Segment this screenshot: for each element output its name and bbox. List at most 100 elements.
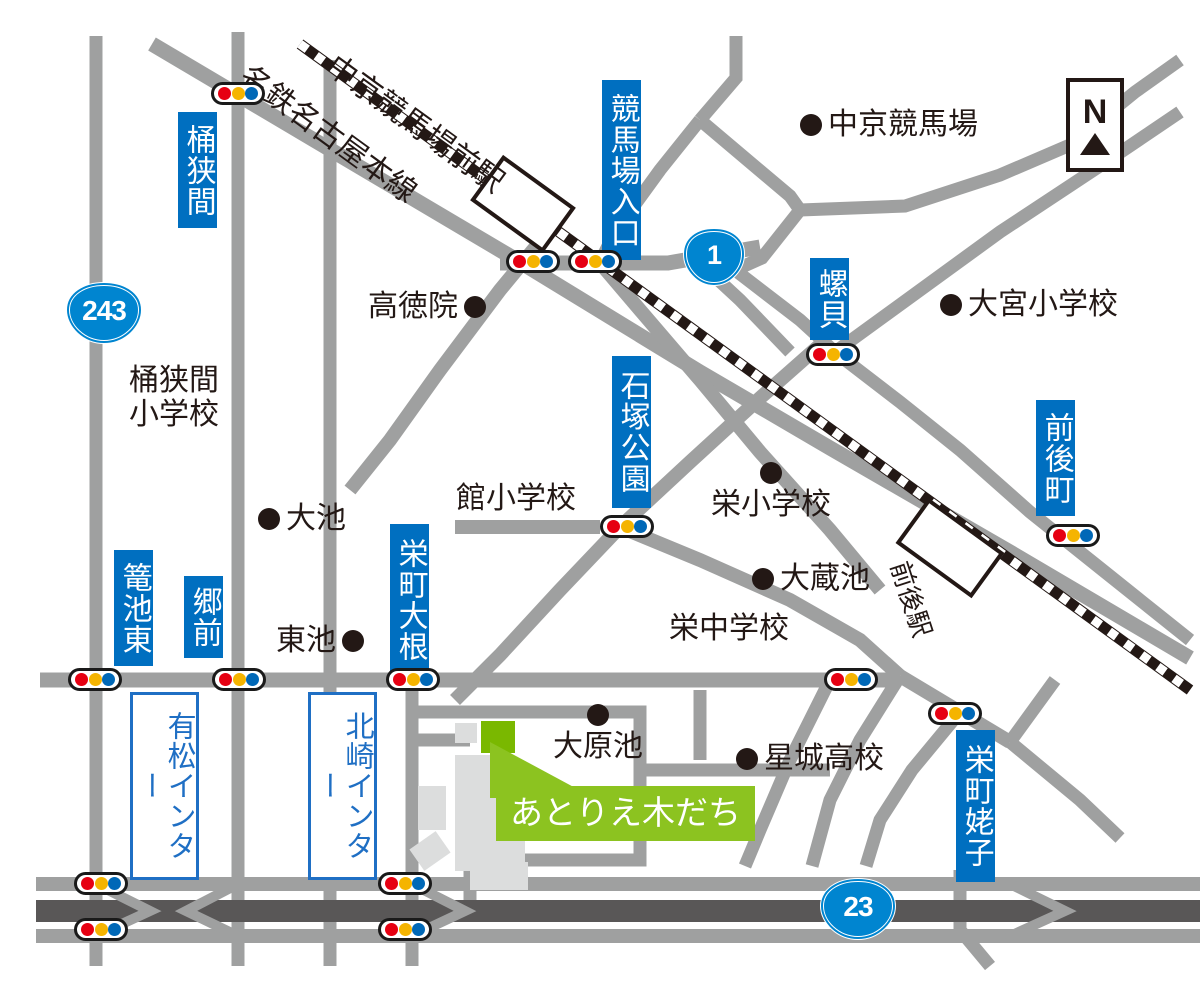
route-23-expressway [36, 877, 1200, 943]
signal-yellow-lamp-icon [398, 877, 412, 890]
route-shield-outline-icon [819, 877, 897, 941]
traffic-signal[interactable] [68, 668, 122, 691]
route-shield-1[interactable]: 1 [682, 227, 746, 287]
traffic-signal[interactable] [211, 82, 265, 105]
route-shield-outline-icon [65, 281, 143, 345]
plate-keibajo-iriguchi[interactable]: 競馬場入口 [602, 80, 641, 260]
signal-red-lamp-icon [607, 520, 620, 533]
signal-yellow-lamp-icon [826, 348, 840, 361]
poi-okehazama-elementary: 桶狭間 小学校 [129, 363, 219, 432]
plate-gomae[interactable]: 郷前 [184, 576, 223, 658]
signal-yellow-lamp-icon [588, 255, 602, 268]
station-box-chukyo [470, 154, 576, 254]
traffic-signal[interactable] [824, 668, 878, 691]
plate-zengocho[interactable]: 前後町 [1036, 400, 1075, 516]
destination-callout[interactable]: あとりえ木だち [496, 786, 755, 841]
signal-red-lamp-icon [513, 255, 526, 268]
signal-blue-lamp-icon [420, 673, 433, 686]
signal-yellow-lamp-icon [406, 673, 420, 686]
signal-red-lamp-icon [81, 877, 94, 890]
signal-red-lamp-icon [813, 348, 826, 361]
poi-sakae-elementary: 栄小学校 [696, 462, 846, 522]
traffic-signal[interactable] [386, 668, 440, 691]
traffic-signal[interactable] [378, 918, 432, 941]
signal-red-lamp-icon [575, 255, 588, 268]
route-shield-number: 1 [706, 239, 722, 270]
poi-okuraike: 大蔵池 [752, 562, 870, 596]
traffic-signal[interactable] [506, 250, 560, 273]
traffic-signal[interactable] [212, 668, 266, 691]
destination-pointer [490, 742, 594, 798]
traffic-signal[interactable] [74, 918, 128, 941]
signal-yellow-lamp-icon [526, 255, 540, 268]
plate-kitazaki-interchange[interactable]: 北崎インター [308, 692, 378, 880]
signal-yellow-lamp-icon [94, 923, 108, 936]
signal-yellow-lamp-icon [620, 520, 634, 533]
north-arrow-icon [1080, 133, 1110, 155]
signal-yellow-lamp-icon [844, 673, 858, 686]
route-shield-23[interactable]: 23 [819, 877, 897, 941]
signal-red-lamp-icon [75, 673, 88, 686]
compass-north-letter: N [1082, 93, 1108, 131]
signal-yellow-lamp-icon [94, 877, 108, 890]
signal-blue-lamp-icon [840, 348, 853, 361]
traffic-signal[interactable] [74, 872, 128, 895]
plate-sakaemachi-ubako[interactable]: 栄町姥子 [956, 730, 995, 882]
route-shield-243[interactable]: 243 [65, 281, 143, 345]
signal-blue-lamp-icon [962, 707, 975, 720]
signal-blue-lamp-icon [858, 673, 871, 686]
poi-omiya-elementary: 大宮小学校 [940, 288, 1118, 322]
poi-chukyo-racecourse: 中京競馬場 [800, 108, 978, 142]
signal-red-lamp-icon [219, 673, 232, 686]
plate-sakaemachi-daikon[interactable]: 栄町大根 [390, 524, 429, 676]
traffic-signal[interactable] [928, 702, 982, 725]
traffic-signal[interactable] [378, 872, 432, 895]
poi-dot [940, 293, 962, 316]
traffic-signal[interactable] [600, 515, 654, 538]
traffic-signal[interactable] [806, 343, 860, 366]
traffic-signal[interactable] [568, 250, 622, 273]
signal-blue-lamp-icon [634, 520, 647, 533]
route-shield-number: 23 [843, 891, 873, 922]
signal-blue-lamp-icon [245, 87, 258, 100]
plate-okehazama[interactable]: 桶狭間 [178, 112, 217, 228]
poi-oike: 大池 [258, 502, 346, 536]
signal-blue-lamp-icon [540, 255, 553, 268]
compass-rose: N [1066, 78, 1124, 172]
signal-blue-lamp-icon [102, 673, 115, 686]
signal-blue-lamp-icon [602, 255, 615, 268]
poi-dot [464, 295, 486, 318]
route-shield-number: 243 [82, 295, 127, 326]
plate-kagoike-higashi[interactable]: 篭池東 [114, 550, 153, 666]
signal-blue-lamp-icon [1080, 529, 1093, 542]
signal-red-lamp-icon [385, 923, 398, 936]
plate-ishizuka-koen[interactable]: 石塚公園 [612, 356, 651, 508]
signal-blue-lamp-icon [108, 877, 121, 890]
signal-blue-lamp-icon [412, 877, 425, 890]
meitetsu-nagoya-main-line-track [296, 39, 1194, 695]
plate-arimatsu-interchange[interactable]: 有松インター [130, 692, 200, 880]
station-box-zengo [895, 497, 1005, 599]
poi-dot [258, 507, 280, 530]
poi-dot [736, 747, 758, 770]
signal-yellow-lamp-icon [948, 707, 962, 720]
signal-yellow-lamp-icon [231, 87, 245, 100]
signal-yellow-lamp-icon [1066, 529, 1080, 542]
signal-blue-lamp-icon [246, 673, 259, 686]
poi-seijoh-high-school: 星城高校 [736, 742, 884, 776]
signal-red-lamp-icon [935, 707, 948, 720]
poi-sakae-junior-high: 栄中学校 [669, 611, 789, 646]
signal-blue-lamp-icon [108, 923, 121, 936]
signal-yellow-lamp-icon [88, 673, 102, 686]
signal-red-lamp-icon [81, 923, 94, 936]
poi-tachi-elementary: 館小学校 [456, 481, 576, 516]
poi-dot [800, 113, 822, 136]
traffic-signal[interactable] [1046, 524, 1100, 547]
poi-dot [342, 629, 364, 652]
signal-red-lamp-icon [831, 673, 844, 686]
route-shield-outline-icon [682, 227, 746, 287]
poi-kotokuin: 高徳院 [368, 290, 486, 324]
signal-red-lamp-icon [393, 673, 406, 686]
plate-ragai[interactable]: 螺貝 [810, 258, 849, 340]
